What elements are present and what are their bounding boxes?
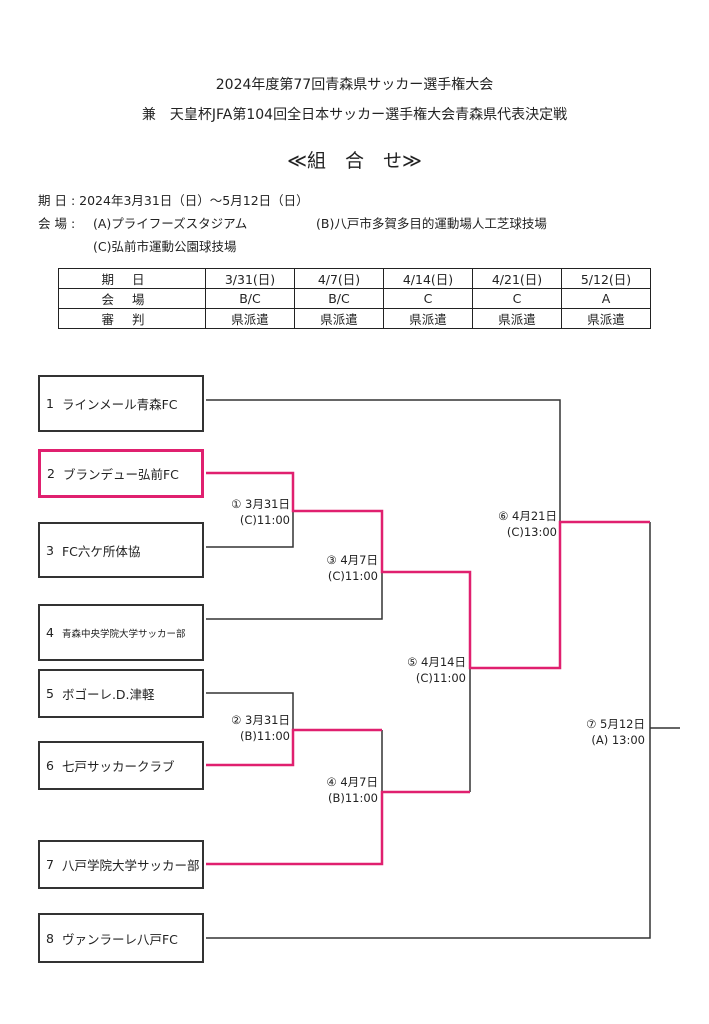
winner-line: [206, 790, 470, 866]
match-date: ④ 4月7日: [326, 775, 378, 789]
team-number: 6: [46, 758, 54, 773]
team-number: 7: [46, 857, 54, 872]
team-number: 2: [47, 466, 55, 481]
match-date: ① 3月31日: [231, 497, 290, 511]
team-name: ブランデュー弘前FC: [62, 467, 179, 482]
table-row: 審判県派遣県派遣県派遣県派遣県派遣: [58, 308, 651, 329]
line: [206, 511, 294, 548]
team-box: 4 青森中央学院大学サッカー部: [38, 604, 204, 661]
line: [206, 572, 383, 620]
match-label: ① 3月31日 (C)11:00: [231, 496, 290, 528]
team-name: 八戸学院大学サッカー部: [61, 858, 200, 873]
team-box: 7 八戸学院大学サッカー部: [38, 840, 204, 889]
title-bracket: ≪組 合 せ≫: [287, 150, 422, 172]
line: [206, 399, 561, 522]
match-date: ③ 4月7日: [326, 553, 378, 567]
team-box: 6 七戸サッカークラブ: [38, 741, 204, 790]
winner-line: [206, 728, 382, 767]
match-time: (B)11:00: [239, 729, 290, 743]
row-header: 審判: [58, 308, 206, 329]
line: [206, 692, 294, 730]
table-cell: 県派遣: [383, 308, 473, 329]
team-name: FC六ケ所体協: [61, 543, 141, 559]
team-name: 青森中央学院大学サッカー部: [61, 628, 186, 640]
title-sub: 兼 天皇杯JFA第104回全日本サッカー選手権大会青森県代表決定戦: [141, 107, 568, 123]
team-number: 8: [46, 930, 54, 946]
team-number: 1: [46, 396, 54, 411]
team-name: ヴァンラーレ八戸FC: [61, 931, 178, 947]
match-label: ⑤ 4月14日 (C)11:00: [407, 654, 466, 686]
team-name: ラインメール青森FC: [61, 397, 178, 412]
table-cell: 県派遣: [205, 308, 295, 329]
venue-a: (A)プライフーズスタジアム: [93, 216, 248, 231]
match-label: ④ 4月7日 (B)11:00: [326, 774, 378, 806]
date-info: 期 日 : 2024年3月31日（日）～5月12日（日）: [38, 193, 309, 208]
venue-label: 会 場 :: [38, 216, 76, 231]
team-box: 2 ブランデュー弘前FC: [38, 449, 204, 498]
table-cell: 県派遣: [472, 308, 562, 329]
match-date: ② 3月31日: [231, 713, 290, 727]
match-time: (B)11:00: [327, 791, 378, 805]
team-box: 3 FC六ケ所体協: [38, 522, 204, 578]
match-time: (A) 13:00: [591, 733, 645, 747]
match-date: ⑦ 5月12日: [586, 717, 645, 731]
team-box: 5 ボゴーレ.D.津軽: [38, 669, 204, 718]
match-time: (C)13:00: [506, 525, 557, 539]
team-name: ボゴーレ.D.津軽: [61, 687, 155, 702]
title-main: 2024年度第77回青森県サッカー選手権大会: [215, 77, 494, 93]
table-cell: 4/14(日): [383, 268, 473, 289]
match-date: ⑥ 4月21日: [498, 509, 557, 523]
table-cell: 県派遣: [561, 308, 651, 329]
match-label: ② 3月31日 (B)11:00: [231, 712, 290, 744]
venue-c: (C)弘前市運動公園球技場: [93, 239, 237, 254]
team-number: 4: [46, 625, 54, 640]
team-number: 5: [46, 686, 54, 701]
team-box: 1 ラインメール青森FC: [38, 375, 204, 432]
table-cell: 3/31(日): [205, 268, 295, 289]
table-cell: 4/7(日): [294, 268, 384, 289]
team-box: 8 ヴァンラーレ八戸FC: [38, 913, 204, 963]
match-date: ⑤ 4月14日: [407, 655, 466, 669]
table-cell: 5/12(日): [561, 268, 651, 289]
match-time: (C)11:00: [327, 569, 378, 583]
team-name: 七戸サッカークラブ: [61, 759, 175, 774]
winner-line: [206, 471, 650, 670]
team-number: 3: [46, 542, 54, 558]
match-label: ③ 4月7日 (C)11:00: [326, 552, 378, 584]
match-time: (C)11:00: [239, 513, 290, 527]
venue-b: (B)八戸市多賀多目的運動場人工芝球技場: [316, 216, 547, 231]
match-label: ⑦ 5月12日 (A) 13:00: [586, 716, 645, 748]
match-time: (C)11:00: [415, 671, 466, 685]
table-cell: 県派遣: [294, 308, 384, 329]
line: [206, 522, 651, 939]
match-label: ⑥ 4月21日 (C)13:00: [498, 508, 557, 540]
